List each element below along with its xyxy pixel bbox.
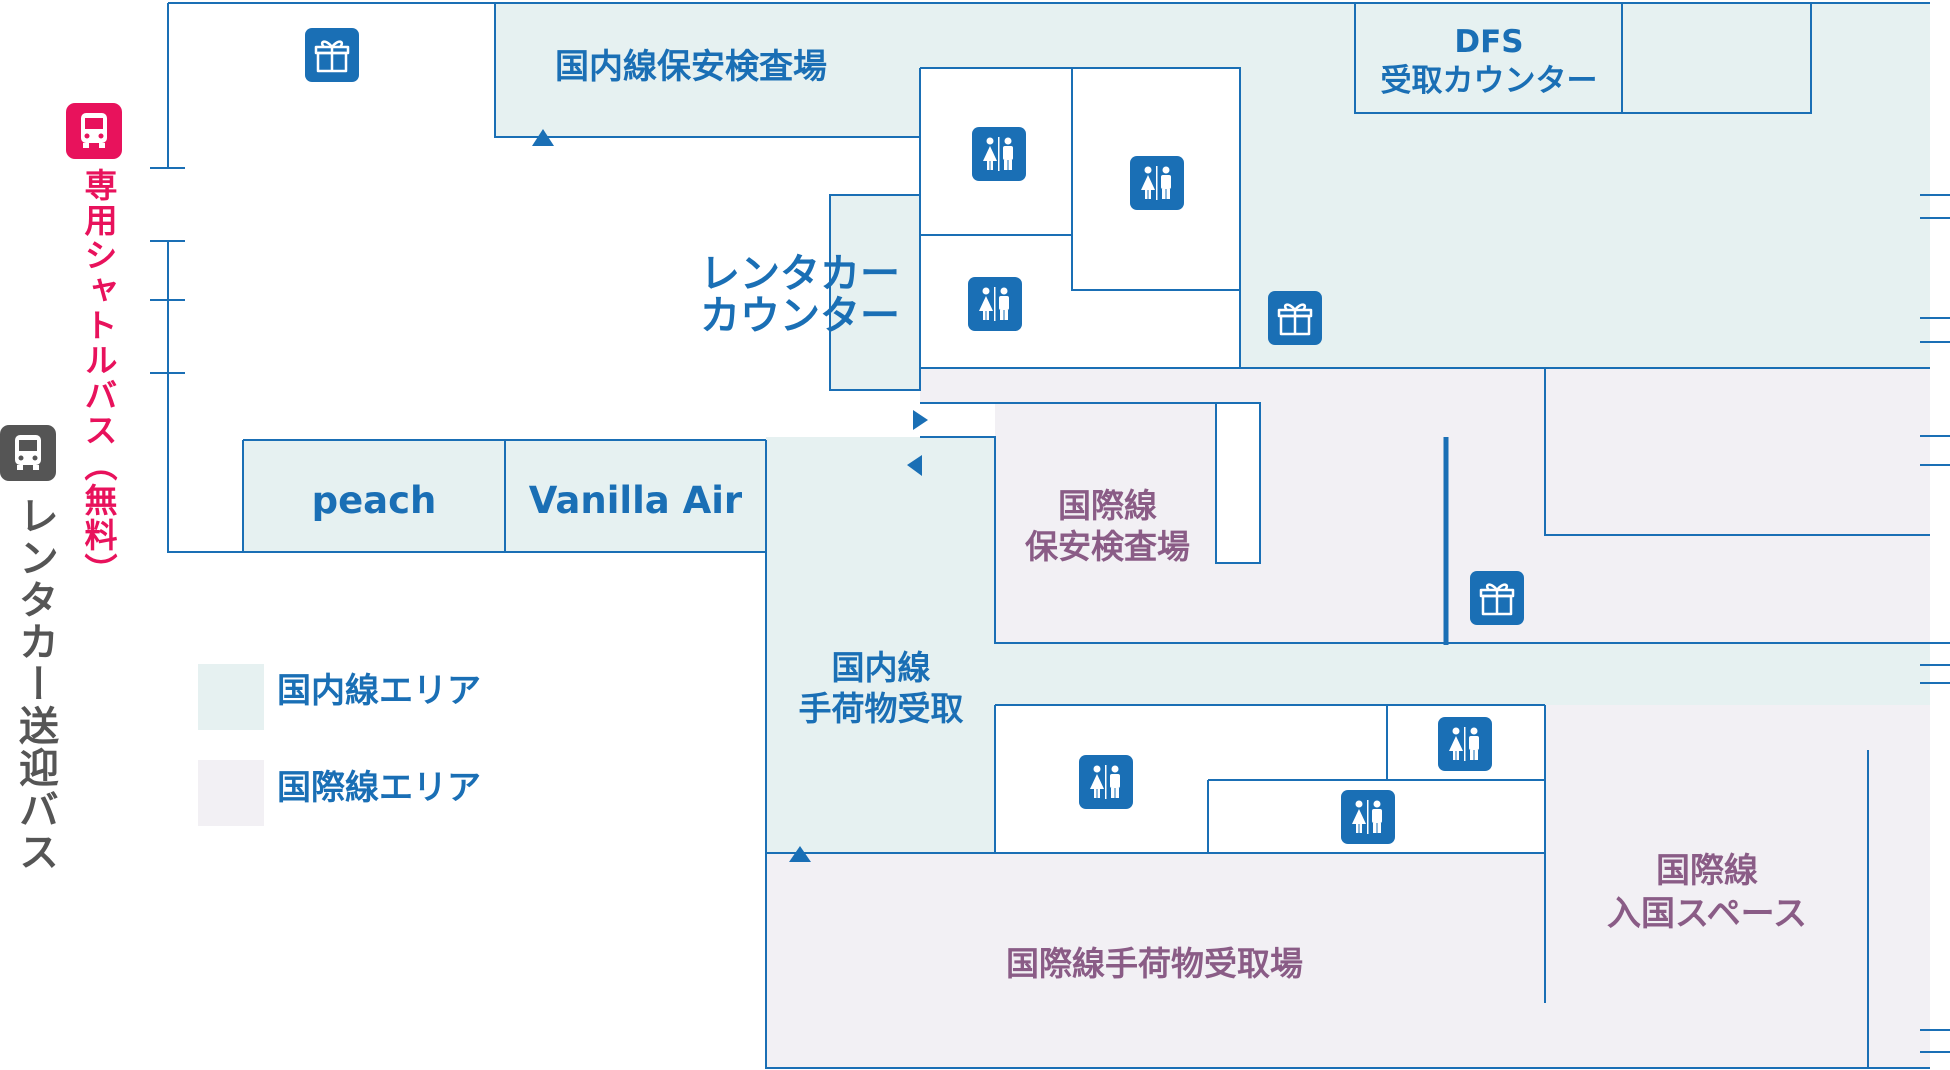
domestic-baggage-area bbox=[766, 437, 995, 853]
gift-shop-icon bbox=[1268, 291, 1322, 345]
restroom-icon bbox=[968, 277, 1022, 331]
shuttle-bus-label: 専用シャトルバス（無料） bbox=[79, 168, 118, 588]
rental-label-line2: カウンター bbox=[700, 293, 900, 339]
intl-corridor-top bbox=[920, 368, 1930, 403]
restroom-icon bbox=[1079, 755, 1133, 809]
arrow-left-icon bbox=[907, 455, 922, 476]
legend-domestic-swatch bbox=[198, 664, 264, 730]
vanilla-air-counter-label: Vanilla Air bbox=[528, 479, 743, 522]
intl-security-line2: 保安検査場 bbox=[1025, 527, 1190, 567]
intl-arrival-line2: 入国スペース bbox=[1607, 893, 1807, 934]
domestic-security-label: 国内線保安検査場 bbox=[555, 47, 827, 87]
international-area-fills bbox=[766, 368, 1930, 1068]
intl-arrival-area bbox=[1545, 705, 1930, 853]
rental-car-bus-icon bbox=[0, 425, 56, 481]
entrance-doors bbox=[150, 167, 1950, 1053]
intl-security-line1: 国際線 bbox=[1058, 486, 1157, 525]
domestic-security-area bbox=[495, 3, 1930, 368]
restroom-icon bbox=[972, 127, 1026, 181]
walls bbox=[167, 2, 1930, 1069]
arrow-up-icon bbox=[532, 129, 554, 146]
intl-security-pillar bbox=[1216, 403, 1260, 563]
restroom-icon bbox=[1341, 790, 1395, 844]
legend-international-swatch bbox=[198, 760, 264, 826]
restroom-icon bbox=[1438, 717, 1492, 771]
legend-domestic-label: 国内線エリア bbox=[277, 671, 481, 711]
intl-baggage-claim-label: 国際線手荷物受取場 bbox=[1006, 944, 1303, 983]
peach-counter-label: peach bbox=[311, 479, 437, 522]
shuttle-bus-icon bbox=[66, 103, 122, 159]
rental-car-counter-area bbox=[830, 195, 920, 390]
rental-label-line1: レンタカー bbox=[700, 251, 900, 297]
intl-arrival-line1: 国際線 bbox=[1656, 851, 1758, 891]
intl-arrival-space-label: 国際線 入国スペース bbox=[1587, 850, 1827, 935]
dfs-label-line2: 受取カウンター bbox=[1380, 62, 1598, 99]
intl-security-label: 国際線 保安検査場 bbox=[1000, 485, 1215, 568]
restroom-icon bbox=[1130, 156, 1184, 210]
rental-car-bus-label: レンタカー送迎バス bbox=[12, 495, 58, 873]
intl-security-area bbox=[995, 403, 1930, 643]
arrow-up-icon bbox=[789, 846, 811, 862]
domestic-baggage-label: 国内線 手荷物受取 bbox=[771, 647, 991, 730]
direction-arrows bbox=[532, 129, 928, 862]
domestic-baggage-line2: 手荷物受取 bbox=[798, 689, 964, 729]
dfs-counter-label: DFS 受取カウンター bbox=[1373, 23, 1605, 101]
intl-baggage-area bbox=[766, 853, 1930, 1068]
rental-car-counter-label: レンタカー カウンター bbox=[690, 253, 910, 337]
legend-international-label: 国際線エリア bbox=[277, 768, 481, 808]
arrow-right-icon bbox=[913, 410, 928, 430]
dfs-label-line1: DFS bbox=[1454, 24, 1524, 60]
domestic-baggage-line1: 国内線 bbox=[831, 648, 931, 687]
gift-shop-icon bbox=[305, 28, 359, 82]
gift-shop-icon bbox=[1470, 571, 1524, 625]
domestic-baggage-corridor bbox=[995, 643, 1930, 705]
